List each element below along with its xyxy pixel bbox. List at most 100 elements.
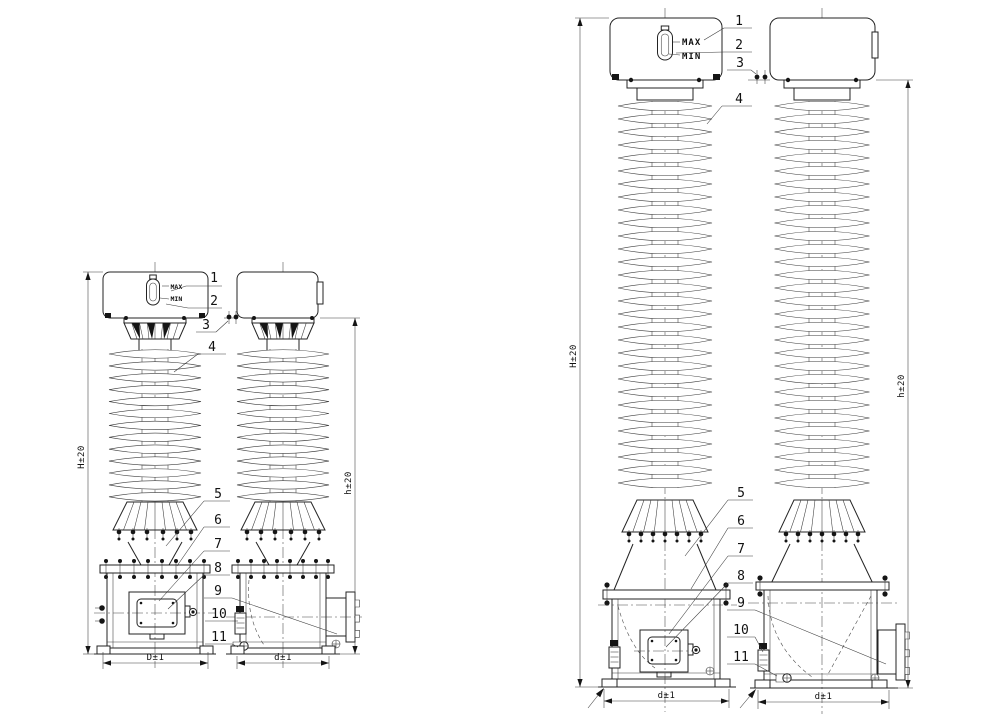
- top-flange: [124, 318, 186, 323]
- max-label: MAX: [171, 283, 183, 291]
- large-unit-front-view: MAX MIN H±20 d±1: [569, 8, 737, 712]
- bottom-corrugated-flange: [779, 500, 865, 532]
- width-dimension-d: d±1: [758, 692, 889, 705]
- callout-4: 4: [707, 92, 752, 124]
- width-dimension-d-label: d±1: [274, 653, 292, 663]
- height-dimension-h: h±20: [344, 318, 358, 654]
- small-unit-side-view: h±20 d±1: [224, 262, 362, 669]
- tank-cover: [232, 565, 334, 573]
- callout-2: 2: [676, 38, 752, 53]
- callout-7: 7: [669, 542, 753, 634]
- callout-number: 8: [737, 569, 745, 584]
- callout-10: 10: [205, 607, 238, 622]
- callout-number: 10: [211, 607, 227, 622]
- head-side-tab: [872, 32, 878, 58]
- head-tank: [237, 272, 318, 318]
- height-dimension-H-label: H±20: [569, 344, 579, 368]
- height-dimension-h-label: h±20: [897, 374, 907, 398]
- callout-8: 8: [168, 561, 230, 609]
- right-callout-column: 1 2 3 4 5 6 7 8 9 10 11: [666, 14, 886, 676]
- head-tank: [770, 18, 875, 80]
- callout-number: 6: [214, 513, 222, 528]
- callout-number: 5: [737, 486, 745, 501]
- callout-number: 1: [210, 271, 218, 286]
- width-dimension-D: D±1: [103, 653, 208, 666]
- callout-6: 6: [691, 514, 753, 589]
- callout-5: 5: [166, 487, 230, 546]
- callout-4: 4: [174, 340, 226, 372]
- tank: [107, 573, 203, 648]
- top-corrugated-flange: [124, 323, 186, 339]
- oil-level-sight: [658, 26, 673, 60]
- height-dimension-H: H±20: [569, 18, 583, 687]
- oil-level-gauge: [609, 640, 620, 668]
- callout-number: 7: [737, 542, 745, 557]
- oil-level-gauge: [758, 643, 769, 671]
- head-tank: [610, 18, 722, 80]
- min-label: MIN: [171, 295, 183, 303]
- callout-number: 11: [733, 650, 749, 665]
- callout-number: 10: [733, 623, 749, 638]
- callout-number: 1: [735, 14, 743, 29]
- top-flange: [784, 80, 860, 88]
- large-unit-side-view: h±20 d±1: [740, 8, 913, 714]
- callout-number: 2: [735, 38, 743, 53]
- callout-number: 4: [735, 92, 743, 107]
- callout-3: 3: [196, 318, 228, 333]
- callout-number: 3: [202, 318, 210, 333]
- porcelain-insulator: [775, 101, 870, 488]
- bottom-corrugated-flange: [622, 500, 708, 532]
- callout-1: 1: [704, 14, 752, 40]
- drain-valve: [776, 674, 791, 682]
- callout-number: 7: [214, 537, 222, 552]
- callout-number: 3: [736, 56, 744, 71]
- top-flange: [252, 318, 314, 323]
- callout-10: 10: [727, 623, 763, 652]
- secondary-terminal-box: [878, 624, 910, 680]
- tank: [764, 590, 877, 680]
- bottom-corrugated-flange: [113, 502, 197, 530]
- callout-2: 2: [166, 294, 222, 309]
- callout-3: 3: [727, 56, 756, 74]
- callout-5: 5: [685, 486, 753, 556]
- callout-number: 6: [737, 514, 745, 529]
- callout-number: 2: [210, 294, 218, 309]
- porcelain-insulator: [618, 101, 712, 488]
- small-unit-front-view: MAX MIN H±20D±1: [77, 262, 216, 669]
- max-label: MAX: [682, 38, 701, 48]
- callout-1: 1: [171, 271, 222, 291]
- width-dimension-d: d±1: [604, 691, 729, 704]
- primary-terminal-box: [640, 630, 700, 677]
- width-dimension-d: d±1: [237, 653, 329, 666]
- callout-8: 8: [666, 569, 753, 647]
- tank-cover: [603, 590, 730, 599]
- porcelain-insulator: [237, 349, 329, 502]
- callout-number: 4: [208, 340, 216, 355]
- top-flange: [627, 80, 703, 88]
- height-dimension-h-label: h±20: [344, 471, 354, 495]
- tank-cover: [100, 565, 210, 573]
- width-dimension-d-label: d±1: [815, 692, 833, 702]
- tank-cover: [756, 582, 889, 590]
- oil-level-sight: [147, 275, 160, 305]
- porcelain-insulator: [109, 349, 201, 502]
- callout-7: 7: [159, 537, 230, 601]
- callout-number: 8: [214, 561, 222, 576]
- tank: [612, 599, 720, 679]
- callout-9: 9: [204, 584, 337, 634]
- callout-6: 6: [177, 513, 230, 566]
- oil-level-gauge: [235, 606, 246, 634]
- callout-number: 11: [211, 630, 227, 645]
- callout-11: 11: [727, 650, 777, 676]
- height-dimension-H-label: H±20: [77, 445, 87, 469]
- min-label: MIN: [682, 52, 701, 62]
- head-side-tab: [317, 282, 323, 304]
- width-dimension-D-label: D±1: [147, 653, 165, 663]
- callout-number: 5: [214, 487, 222, 502]
- top-corrugated-flange: [252, 323, 314, 339]
- callout-number: 9: [737, 596, 745, 611]
- primary-terminal-box: [129, 592, 197, 639]
